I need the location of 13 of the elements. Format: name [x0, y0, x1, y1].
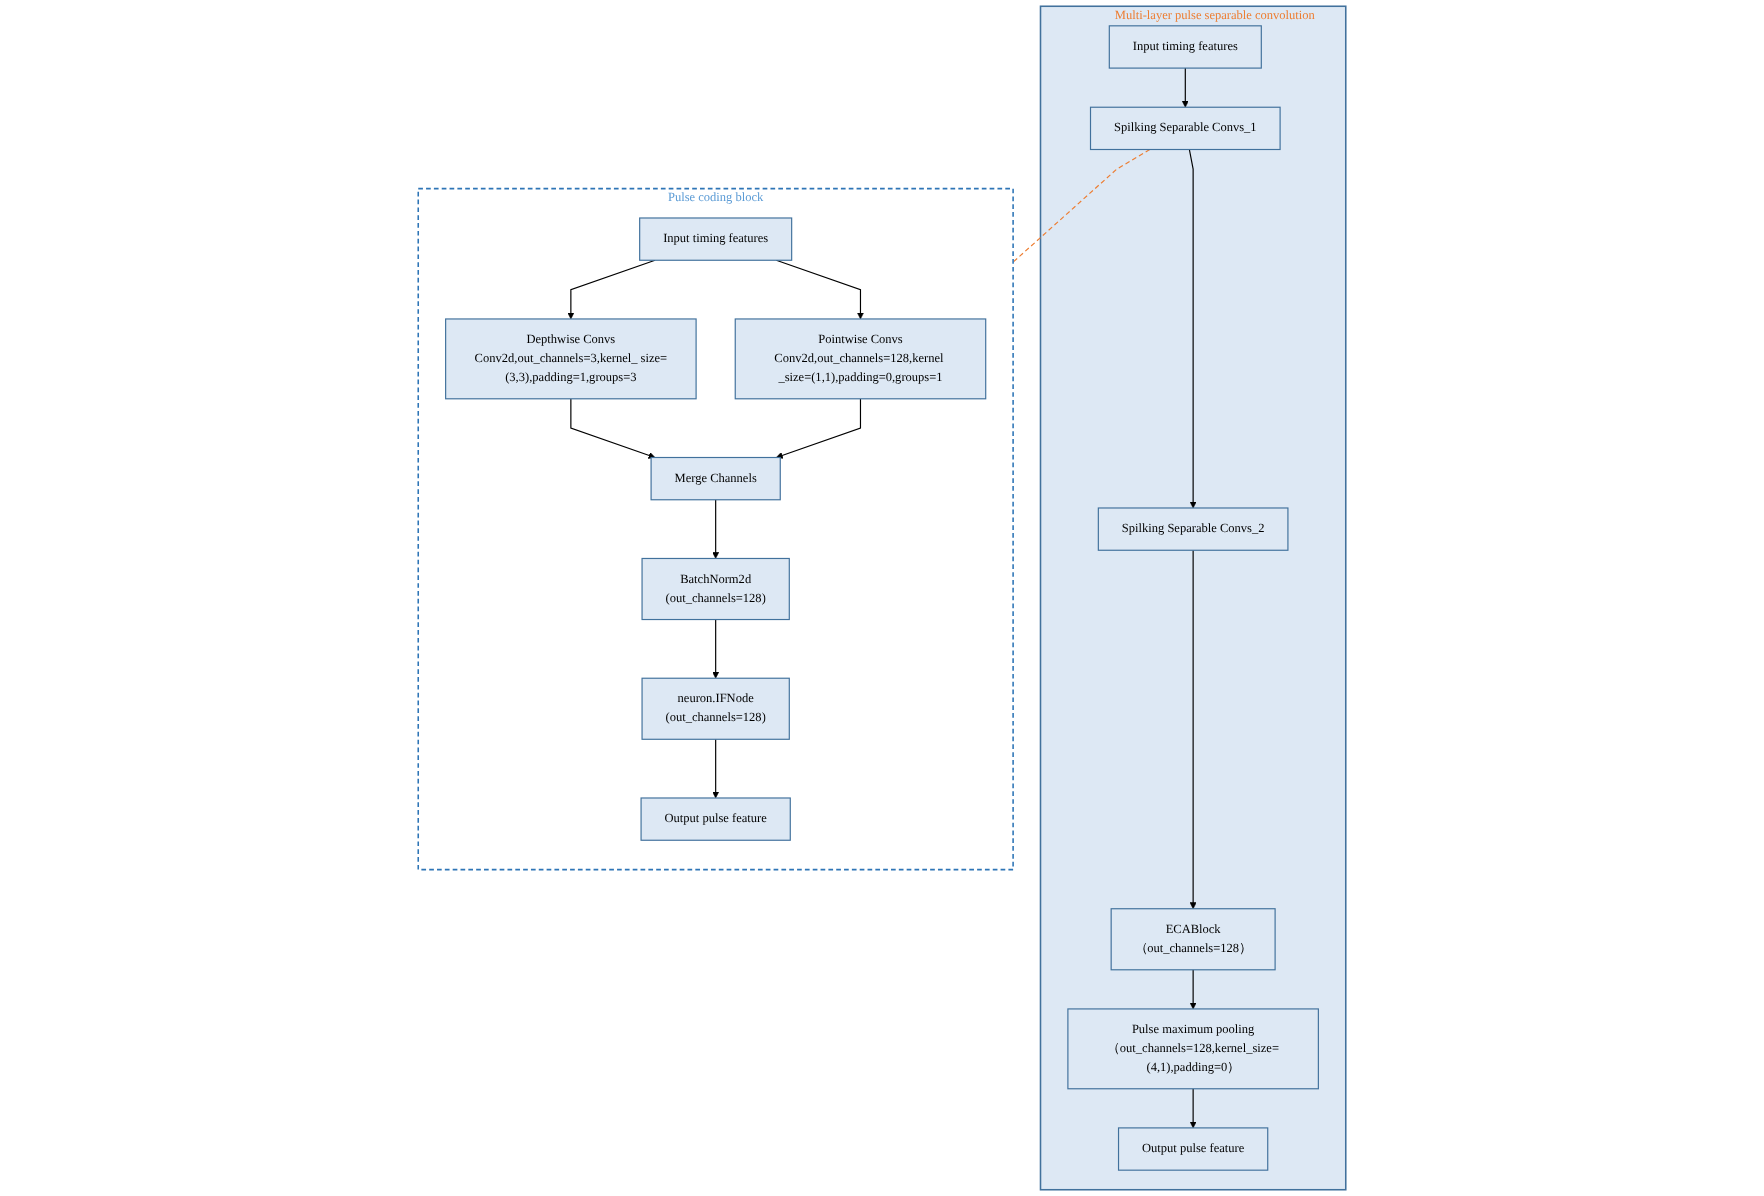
arrow: [712, 738, 720, 799]
arrow: [1181, 67, 1189, 108]
arrow: [567, 259, 656, 320]
connector: [1012, 148, 1151, 263]
arrow: [712, 618, 720, 679]
arrow: [1189, 549, 1197, 910]
arrow: [775, 398, 862, 459]
arrow: [712, 499, 720, 559]
arrow: [1188, 148, 1197, 509]
arrow: [1189, 1088, 1197, 1129]
arrow: [570, 398, 656, 459]
arrow: [1189, 969, 1197, 1010]
arrow: [775, 259, 864, 320]
